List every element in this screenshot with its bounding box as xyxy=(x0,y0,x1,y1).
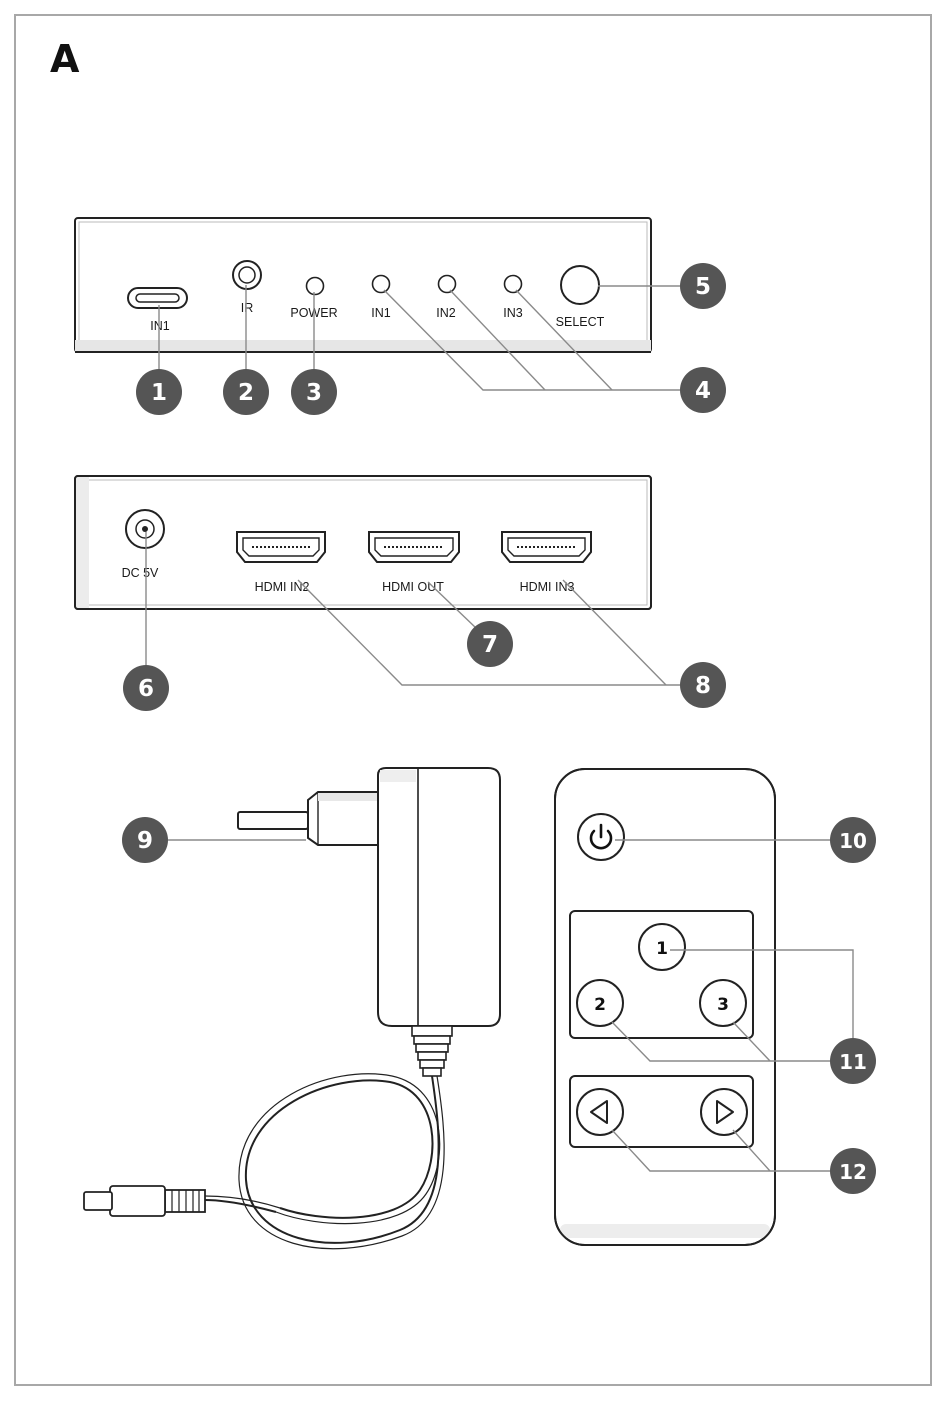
right-arrow-icon xyxy=(716,1100,734,1124)
callout-4: 4 xyxy=(680,367,726,413)
remote-button-1-label: 1 xyxy=(656,939,668,959)
svg-text:6: 6 xyxy=(138,676,154,702)
front-leader-lines xyxy=(158,285,682,391)
in3-led-label: IN3 xyxy=(503,306,523,320)
ir-receiver xyxy=(232,260,262,290)
remote-button-2: 2 xyxy=(576,979,624,1027)
rear-leader-lines xyxy=(145,532,688,686)
ir-label: IR xyxy=(241,301,254,315)
dc-jack-label: DC 5V xyxy=(122,566,159,580)
remote-button-3: 3 xyxy=(699,979,747,1027)
front-panel: IN1 IR POWER IN1 IN2 IN3 SELECT xyxy=(74,217,652,353)
figure-frame xyxy=(14,14,932,1386)
hdmi-out-label: HDMI OUT xyxy=(382,580,444,594)
callout-2: 2 xyxy=(223,369,269,415)
remote-left-button xyxy=(576,1088,624,1136)
svg-text:7: 7 xyxy=(482,632,498,658)
dc-power-jack xyxy=(125,509,165,549)
callout-6: 6 xyxy=(123,665,169,711)
hdmi-in2-port xyxy=(236,531,326,563)
callout-3: 3 xyxy=(291,369,337,415)
svg-text:12: 12 xyxy=(839,1160,867,1184)
callout-12: 12 xyxy=(830,1148,876,1194)
remote-button-1: 1 xyxy=(638,923,686,971)
select-button xyxy=(560,265,600,305)
callout-8: 8 xyxy=(680,662,726,708)
callout-9: 9 xyxy=(122,817,168,863)
remote-control: 1 2 3 xyxy=(554,768,776,1246)
svg-text:9: 9 xyxy=(137,828,153,854)
svg-text:11: 11 xyxy=(839,1050,867,1074)
svg-text:1: 1 xyxy=(151,380,167,406)
in3-led xyxy=(503,274,523,294)
rear-panel: DC 5V HDMI IN2 HDMI OUT HDMI IN3 xyxy=(74,475,652,610)
svg-text:4: 4 xyxy=(695,378,711,404)
remote-button-3-label: 3 xyxy=(717,995,729,1015)
remote-button-2-label: 2 xyxy=(594,995,606,1015)
select-button-label: SELECT xyxy=(556,315,605,329)
svg-text:10: 10 xyxy=(839,829,867,853)
hdmi-out-port xyxy=(368,531,460,563)
callout-1: 1 xyxy=(136,369,182,415)
power-led xyxy=(305,276,325,296)
callout-11: 11 xyxy=(830,1038,876,1084)
figure-letter: A xyxy=(50,37,80,81)
in2-led xyxy=(437,274,457,294)
svg-text:2: 2 xyxy=(238,380,254,406)
power-icon xyxy=(589,829,613,850)
svg-text:8: 8 xyxy=(695,673,711,699)
usb-port-label: IN1 xyxy=(150,319,170,333)
remote-power-button xyxy=(577,813,625,861)
cable-strain-relief xyxy=(411,1025,453,1077)
svg-text:3: 3 xyxy=(306,380,322,406)
usb-c-port xyxy=(127,287,188,309)
in1-led-label: IN1 xyxy=(371,306,391,320)
callout-5: 5 xyxy=(680,263,726,309)
remote-right-button xyxy=(700,1088,748,1136)
in2-led-label: IN2 xyxy=(436,306,456,320)
power-adapter xyxy=(83,767,501,1250)
callout-10: 10 xyxy=(830,817,876,863)
callout-7: 7 xyxy=(467,621,513,667)
hdmi-in2-label: HDMI IN2 xyxy=(255,580,310,594)
remote-leader-lines xyxy=(611,839,854,1172)
left-arrow-icon xyxy=(590,1100,608,1124)
svg-text:5: 5 xyxy=(695,274,711,300)
hdmi-in3-port xyxy=(501,531,592,563)
hdmi-in3-label: HDMI IN3 xyxy=(520,580,575,594)
dc-plug xyxy=(83,1185,206,1217)
in1-led xyxy=(371,274,391,294)
